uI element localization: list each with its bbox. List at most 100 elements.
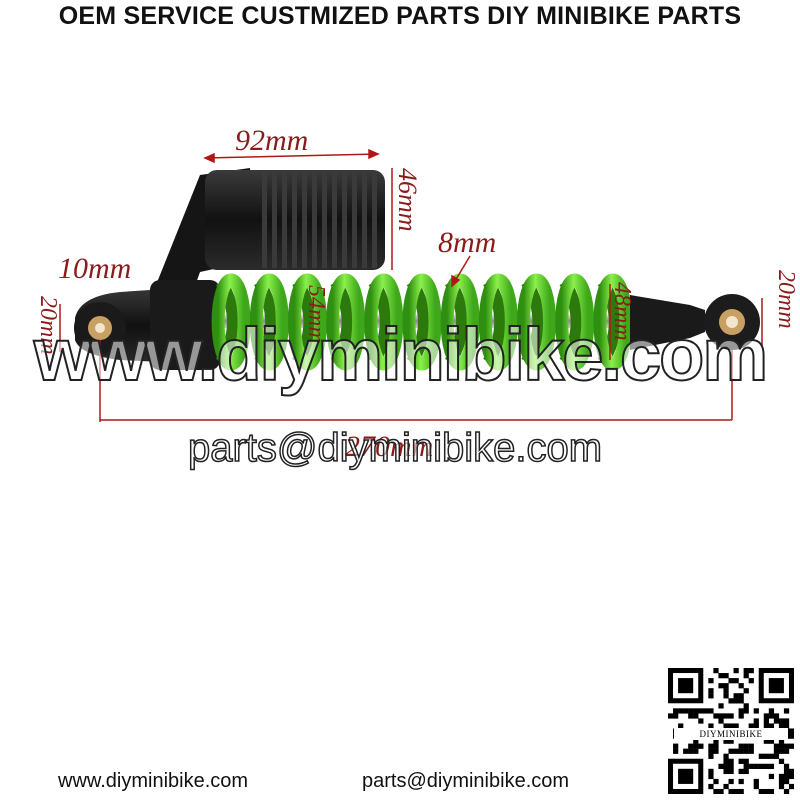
qr-module: [733, 678, 739, 684]
qr-module: [733, 723, 739, 729]
qr-module: [693, 738, 699, 744]
qr-module: [783, 743, 790, 749]
qr-module: [753, 763, 759, 769]
spring-coil: [402, 273, 442, 371]
qr-module: [743, 688, 749, 694]
qr-module: [708, 678, 714, 684]
qr-module: [713, 748, 719, 754]
qr-module: [763, 763, 769, 769]
qr-module: [773, 748, 780, 754]
page-title: OEM SERVICE CUSTMIZED PARTS DIY MINIBIKE…: [58, 2, 742, 30]
dim-46mm-label: 46mm: [393, 168, 422, 232]
qr-module: [788, 768, 794, 775]
qr-module: [728, 763, 734, 769]
qr-module: [708, 688, 714, 694]
qr-module: [748, 668, 754, 674]
qr-module: [688, 743, 694, 749]
reservoir-rib: [332, 172, 337, 268]
qr-module: [713, 713, 719, 719]
qr-module: [783, 708, 790, 714]
qr-module: [743, 743, 749, 749]
qr-module: [783, 778, 790, 785]
qr-module: [708, 723, 714, 729]
right-eye-mount: [630, 294, 760, 350]
qr-module: [763, 723, 769, 729]
qr-module: [743, 758, 749, 764]
qr-module: [708, 773, 714, 780]
qr-module: [768, 723, 775, 729]
qr-module: [758, 753, 764, 759]
qr-module: [693, 748, 699, 754]
qr-module: [758, 763, 764, 769]
qr-module: [738, 788, 744, 794]
dim-10mm-label: 10mm: [58, 252, 132, 285]
qr-module: [748, 763, 754, 769]
qr-module: [763, 718, 769, 724]
qr-module: [778, 748, 785, 754]
qr-module: [773, 718, 780, 724]
qr-module: [733, 788, 739, 794]
qr-module: [738, 748, 744, 754]
spring-coil: [440, 273, 480, 371]
qr-module: [698, 718, 704, 724]
reservoir-rib: [312, 172, 317, 268]
qr-module: [733, 698, 739, 704]
qr-module: [708, 693, 714, 699]
qr-module: [723, 713, 729, 719]
qr-module: [753, 783, 759, 790]
qr-module: [728, 788, 734, 794]
spring-coil: [364, 273, 404, 371]
qr-module: [743, 763, 749, 769]
qr-module: [778, 718, 785, 724]
qr-module: [718, 673, 724, 679]
qr-module: [743, 748, 749, 754]
footer-website: www.diyminibike.com: [58, 770, 249, 792]
qr-module: [728, 758, 734, 764]
qr-module: [738, 683, 744, 689]
qr-module: [683, 748, 689, 754]
qr-module: [693, 708, 699, 714]
qr-module: [778, 723, 785, 729]
qr-module: [713, 738, 719, 744]
qr-module: [713, 668, 719, 674]
qr-module: [708, 708, 714, 714]
qr-module: [738, 698, 744, 704]
left-eye-mount: [74, 302, 126, 354]
reservoir-rib: [342, 172, 347, 268]
qr-module: [738, 768, 744, 775]
qr-module: [733, 748, 739, 754]
qr-module: [753, 778, 759, 785]
qr-module: [738, 693, 744, 699]
qr-module: [718, 703, 724, 709]
reservoir-rib: [372, 172, 377, 268]
qr-module: [728, 778, 734, 785]
qr-module: [678, 708, 684, 714]
qr-module: [713, 778, 719, 785]
qr-module: [753, 718, 759, 724]
qr-module: [673, 713, 679, 719]
reservoir-rib: [302, 172, 307, 268]
qr-module: [768, 788, 775, 794]
qr-finder: [678, 678, 694, 694]
qr-brand-label: DIYMINIBIKE: [674, 728, 788, 740]
qr-module: [783, 718, 790, 724]
qr-module: [718, 788, 724, 794]
reservoir-rib: [292, 172, 297, 268]
reservoir-rib: [352, 172, 357, 268]
qr-module: [718, 683, 724, 689]
qr-module: [723, 723, 729, 729]
qr-module: [743, 673, 749, 679]
qr-module: [723, 768, 729, 775]
qr-module: [773, 713, 780, 719]
qr-module: [768, 763, 775, 769]
qr-module: [718, 763, 724, 769]
qr-module: [748, 743, 754, 749]
qr-module: [778, 773, 785, 780]
qr-module: [678, 723, 684, 729]
qr-module: [763, 788, 769, 794]
qr-module: [788, 733, 794, 739]
qr-module: [723, 753, 729, 759]
qr-module: [743, 668, 749, 674]
qr-module: [723, 763, 729, 769]
spring-coil: [478, 273, 518, 371]
